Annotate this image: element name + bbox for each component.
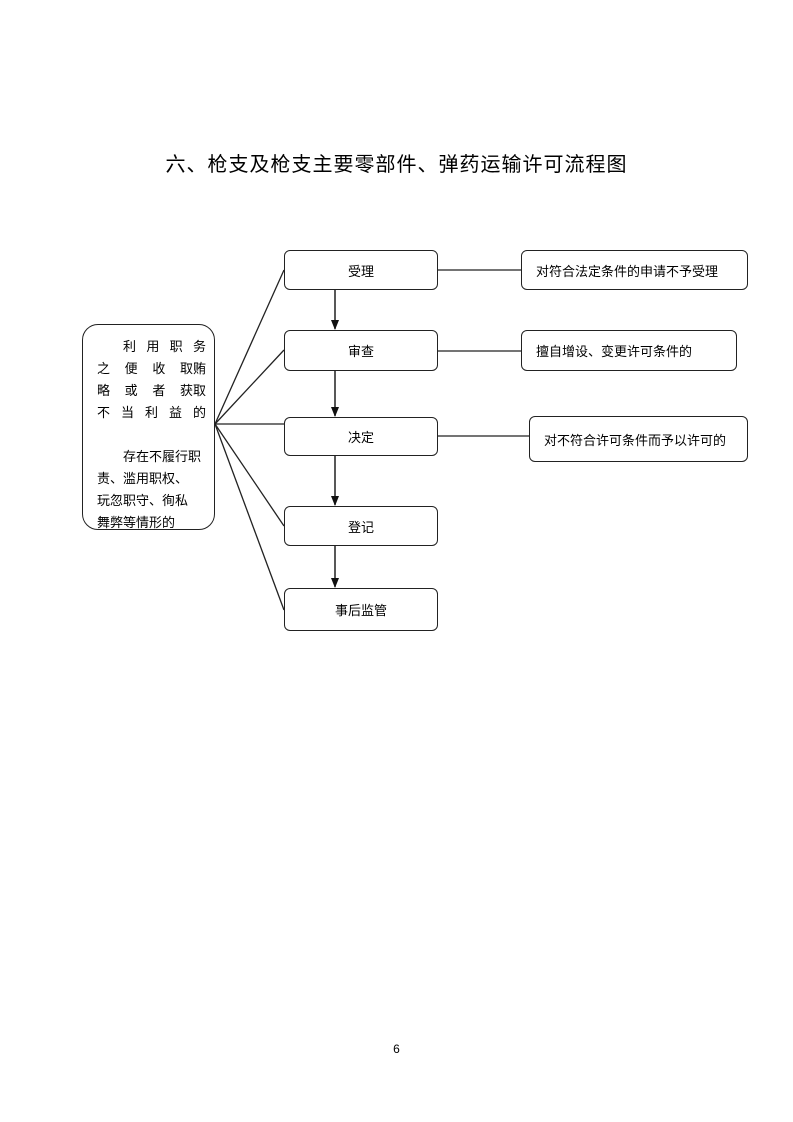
risk-char: 利	[144, 406, 158, 421]
risk-text-line-5: 存在不履行职	[123, 450, 202, 465]
step-acceptance: 受理	[284, 250, 438, 290]
step-post-supervision: 事后监管	[284, 588, 438, 631]
risk-char: 职	[169, 340, 183, 355]
risk-char: 务	[192, 340, 206, 355]
risk-text-line-6: 责、滥用职权、	[97, 472, 189, 487]
risk-char: 便	[124, 362, 138, 377]
risk-text-line-8: 舞弊等情形的	[97, 516, 176, 531]
risk-char: 者	[152, 384, 166, 399]
step-review: 审查	[284, 330, 438, 371]
risk-text-line-7: 玩忽职守、徇私	[97, 494, 189, 509]
risk-text-line-3: 略 或 者 获取	[97, 381, 206, 403]
risk-line-review	[214, 349, 285, 425]
page-number: 6	[393, 1042, 400, 1056]
risk-char: 收	[152, 362, 166, 377]
note-review-risk: 擅自增设、变更许可条件的	[521, 330, 737, 371]
risk-box: 利 用 职 务 之 便 收 取贿 略 或 者 获取 不 当 利 益 的 存在不履…	[82, 324, 215, 531]
risk-text-line-4: 不 当 利 益 的	[97, 403, 206, 425]
risk-char: 利	[123, 340, 137, 355]
risk-line-registration	[214, 423, 285, 527]
risk-line-supervision	[214, 423, 285, 611]
note-decision-risk: 对不符合许可条件而予以许可的	[529, 416, 748, 462]
risk-char: 的	[192, 406, 206, 421]
risk-line-acceptance	[214, 269, 285, 425]
risk-char: 获取	[179, 384, 206, 399]
risk-text-line-1: 利 用 职 务	[97, 337, 206, 359]
note-acceptance-risk: 对符合法定条件的申请不予受理	[521, 250, 748, 290]
step-decision: 决定	[284, 417, 438, 456]
risk-char: 不	[97, 406, 111, 421]
risk-char: 略	[97, 384, 111, 399]
risk-char: 之	[97, 362, 111, 377]
risk-char: 取贿	[179, 362, 206, 377]
risk-char: 当	[120, 406, 134, 421]
risk-char: 用	[146, 340, 160, 355]
risk-char: 益	[168, 406, 182, 421]
risk-char: 或	[124, 384, 138, 399]
risk-text-line-2: 之 便 收 取贿	[97, 359, 206, 381]
step-registration: 登记	[284, 506, 438, 546]
page-title: 六、枪支及枪支主要零部件、弹药运输许可流程图	[165, 152, 628, 176]
